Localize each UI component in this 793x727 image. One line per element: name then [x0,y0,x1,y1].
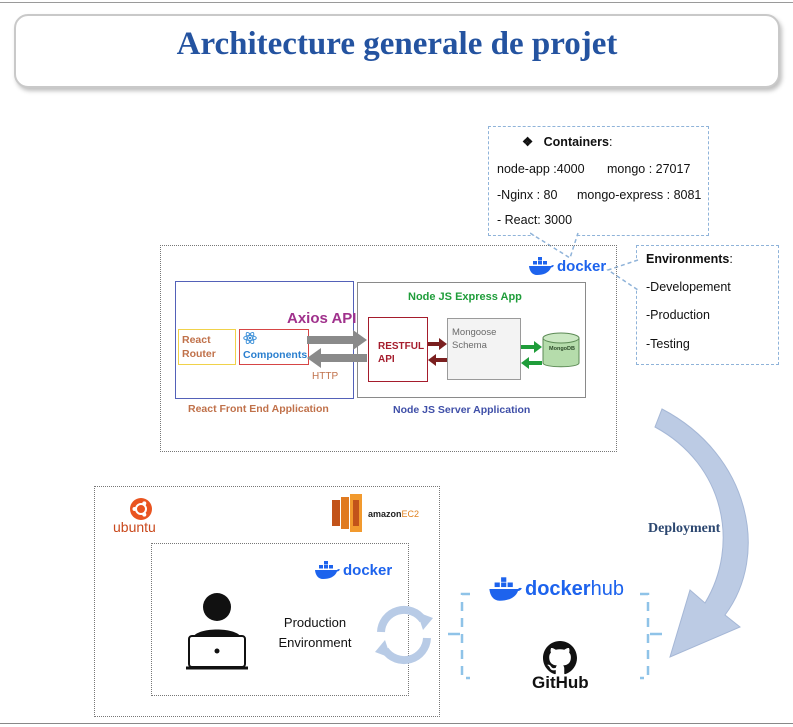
ec2-text: EC2 [401,509,420,519]
backend-caption: Node JS Server Application [393,404,531,416]
request-arrow-icon [307,330,367,350]
components-box [239,329,309,365]
environments-heading: Environments [646,252,730,266]
github-octocat-icon [543,641,577,675]
github-label: GitHub [532,673,589,692]
http-arrows [307,330,367,368]
db-arrows [521,341,542,369]
deployment-label: Deployment [648,521,721,536]
mongodb-label: MongoDB [549,346,575,352]
environments-note-pointer [606,259,639,291]
registry-bracket [448,592,662,680]
sync-icon [375,605,433,665]
docker-whale-icon [489,577,522,601]
ubuntu-label: ubuntu [113,519,156,535]
restful-api-label: RESTFUL API [378,341,424,365]
page-title: Architecture generale de projet [176,26,618,62]
frontend-caption: React Front End Application [188,403,329,415]
container-mongo: mongo : 27017 [607,162,691,176]
bottom-rule [0,723,793,724]
production-docker-frame [151,543,409,696]
react-router-box [178,329,236,365]
diamond-bullet-icon: ❖ [522,135,534,149]
env-production: -Production [646,308,710,322]
title-banner [14,14,780,88]
top-rule [0,2,793,3]
amazon-text: amazon [368,509,402,519]
from-schema-arrow-icon [428,354,447,366]
container-node-app: node-app :4000 [497,162,585,176]
production-frame [94,486,440,717]
docker-label-production: docker [343,561,393,579]
user-laptop-icon [186,593,248,670]
from-db-arrow-icon [521,357,542,369]
amazon-ec2-label: amazonEC2 [368,509,419,519]
environments-heading-row: Environments: [646,252,733,266]
container-mongo-express: mongo-express : 8081 [577,188,702,202]
schema-arrows [428,338,447,366]
react-router-label: React Router [182,334,216,360]
ubuntu-icon [130,498,152,520]
docker-logo-dev: docker [528,256,606,276]
http-label: HTTP [312,371,339,382]
docker-hub-label: dockerhub [525,578,624,601]
env-testing: -Testing [646,337,690,351]
containers-heading: Containers [543,135,609,149]
to-schema-arrow-icon [428,338,447,350]
docker-logo-production: docker [314,560,392,580]
response-arrow-icon [307,348,367,368]
docker-hub-hub-text: hub [590,577,624,600]
mongodb-cylinder-icon [542,332,580,368]
docker-label-dev: docker [557,257,607,275]
production-environment-label: Production Environment [278,615,352,650]
mongoose-schema-box [447,318,521,380]
mongoose-schema-label: Mongoose Schema [452,327,497,351]
env-development: -Developement [646,280,731,294]
amazon-ec2-icon [332,494,362,532]
containers-heading-row: ❖ Containers: [522,135,613,149]
environments-note [636,245,779,365]
docker-whale-icon [315,561,340,579]
restful-api-box [368,317,428,382]
deployment-arrow [654,408,749,658]
backend-box [357,282,586,398]
to-db-arrow-icon [521,341,542,353]
container-nginx: -Nginx : 80 [497,188,558,202]
axios-api-label: Axios API [287,310,357,327]
react-atom-icon [243,331,257,345]
docker-whale-icon [529,257,554,275]
docker-hub-docker-text: docker [525,577,591,600]
express-app-title: Node JS Express App [408,291,522,303]
docker-hub-logo: dockerhub [488,576,624,602]
components-label: Components [243,349,308,361]
dev-environment-frame [160,245,617,452]
containers-note [488,126,709,236]
container-react: - React: 3000 [497,213,573,227]
